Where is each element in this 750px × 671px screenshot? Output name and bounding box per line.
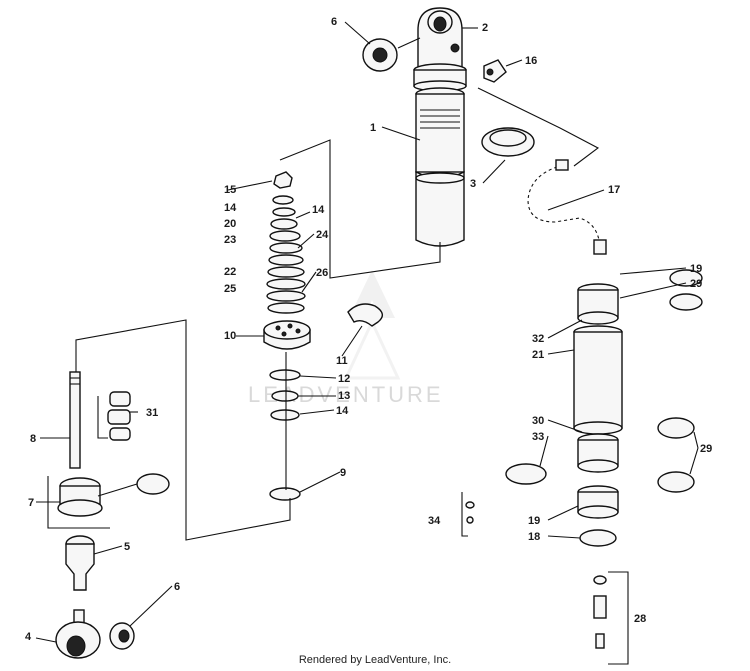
callout-6-bottom: 6 bbox=[174, 581, 180, 593]
callout-4: 4 bbox=[25, 631, 32, 643]
callout-25: 24 bbox=[316, 229, 329, 241]
callout-34: 34 bbox=[428, 515, 441, 527]
shock-top-eye bbox=[413, 7, 467, 92]
lower-eye-stem bbox=[65, 535, 95, 591]
callout-10: 10 bbox=[224, 330, 236, 342]
callout-33: 33 bbox=[532, 431, 544, 443]
callout-14-upper: 14 bbox=[312, 204, 325, 216]
connector-lines bbox=[47, 87, 629, 665]
callout-labels: 6 2 16 1 3 17 15 14 20 23 22 25 14 24 26… bbox=[25, 16, 712, 643]
callout-19-lower: 18 bbox=[528, 531, 540, 543]
footer-credit: Rendered by LeadVenture, Inc. bbox=[298, 654, 452, 666]
callout-7: 7 bbox=[28, 497, 34, 509]
callout-14-lower: 14 bbox=[336, 405, 349, 417]
shaft bbox=[69, 371, 81, 469]
callout-19-upper: 19 bbox=[690, 263, 702, 275]
callout-28: 28 bbox=[634, 613, 646, 625]
bearing-housing bbox=[57, 473, 170, 517]
callout-23: 22 bbox=[224, 266, 236, 278]
callout-15: 14 bbox=[224, 202, 237, 214]
callout-8: 8 bbox=[30, 433, 36, 445]
bushing-lower bbox=[109, 622, 135, 650]
valve-stack bbox=[263, 171, 311, 501]
shock-body bbox=[415, 87, 465, 247]
callout-1: 1 bbox=[370, 122, 376, 134]
leader-lines bbox=[35, 21, 699, 643]
callout-32: 32 bbox=[532, 333, 544, 345]
callout-17: 16 bbox=[525, 55, 537, 67]
callout-5: 5 bbox=[124, 541, 130, 553]
callout-11: 11 bbox=[336, 355, 348, 367]
callout-3: 3 bbox=[470, 178, 476, 190]
hose-assembly bbox=[526, 159, 607, 255]
callout-13: 13 bbox=[338, 390, 350, 402]
fitting-17 bbox=[483, 59, 507, 83]
callout-29-upper: 29 bbox=[690, 278, 702, 290]
callout-24: 23 bbox=[224, 234, 236, 246]
callout-31: 31 bbox=[146, 407, 158, 419]
callout-29-lower: 29 bbox=[700, 443, 712, 455]
reservoir bbox=[465, 269, 703, 649]
lower-eye bbox=[55, 609, 101, 659]
callout-20: 19 bbox=[528, 515, 540, 527]
callout-2: 2 bbox=[482, 22, 488, 34]
callout-9: 9 bbox=[340, 467, 346, 479]
callout-6-top: 6 bbox=[331, 16, 337, 28]
callout-16: 15 bbox=[224, 184, 236, 196]
spring-retainer-ring bbox=[481, 127, 535, 157]
callout-27: 26 bbox=[316, 267, 328, 279]
callout-21: 20 bbox=[224, 218, 236, 230]
callout-22: 21 bbox=[532, 349, 544, 361]
callout-26: 25 bbox=[224, 283, 236, 295]
piston-ring bbox=[347, 303, 383, 327]
bushing-upper bbox=[362, 37, 421, 72]
callout-12: 12 bbox=[338, 373, 350, 385]
seal-set bbox=[107, 391, 131, 441]
callout-18: 17 bbox=[608, 184, 620, 196]
callout-30: 30 bbox=[532, 415, 544, 427]
